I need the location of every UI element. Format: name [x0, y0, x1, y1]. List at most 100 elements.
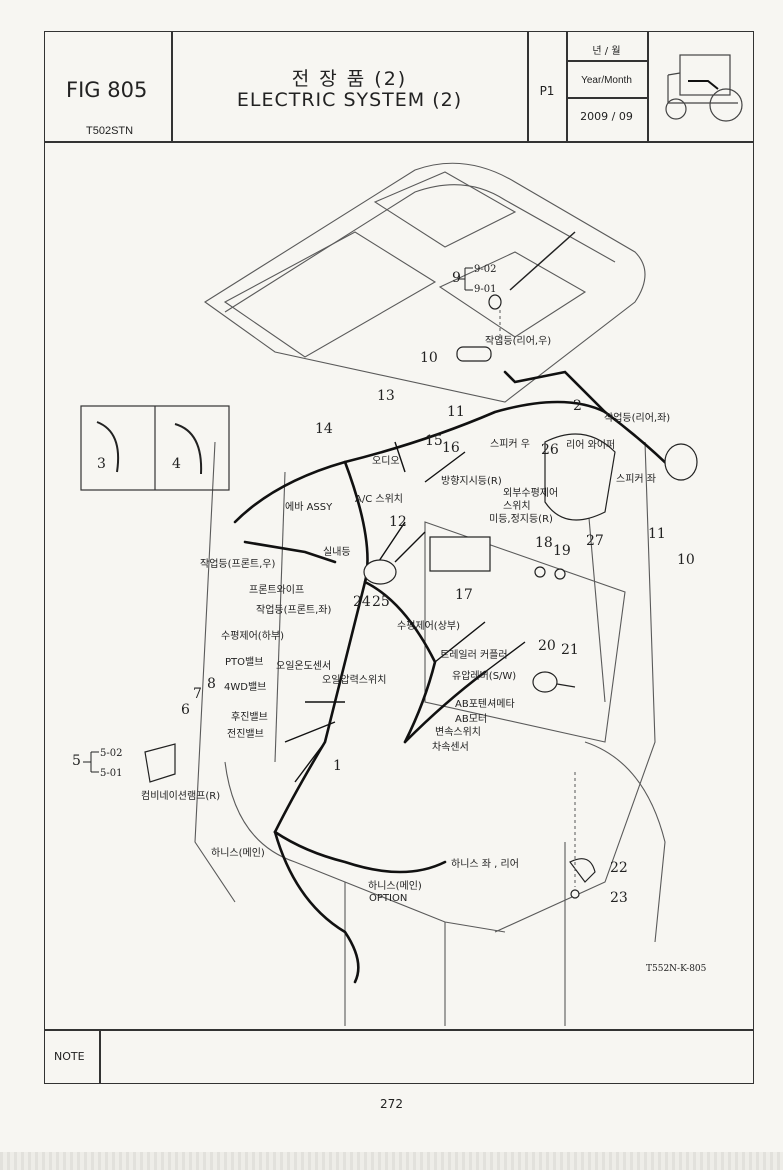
- label-tail-stop-lamp-r: 미등,정지등(R): [489, 513, 553, 525]
- label-trailer-coupler: 트레일러 커플러: [440, 649, 508, 661]
- label-external-level-control: 외부수평제어: [503, 487, 558, 499]
- model-code: T502STN: [86, 125, 134, 137]
- part-number-11-top: 11: [447, 404, 465, 420]
- bracket-9: [457, 267, 473, 291]
- label-work-lamp-front-right: 작업등(프론트,우): [200, 557, 275, 570]
- part-number-17: 17: [455, 587, 473, 603]
- header-divider-3: [566, 31, 568, 142]
- label-work-lamp-front-left: 작업등(프론트,좌): [256, 603, 331, 616]
- front-wiper-motor: [363, 559, 397, 585]
- header-divider-2: [527, 31, 529, 142]
- note-label: NOTE: [54, 1050, 85, 1063]
- part-number-5: 5: [72, 753, 81, 769]
- label-audio: 오디오: [372, 455, 400, 467]
- roof-inner-edge: [224, 184, 616, 313]
- label-evaporator-assy: 에바 ASSY: [285, 501, 333, 513]
- figure-number: FIG 805: [66, 78, 148, 102]
- label-harness-main-2: 하니스(메인): [368, 879, 422, 892]
- label-combination-lamp-r: 컴비네이션램프(R): [141, 790, 220, 802]
- label-work-lamp-rear-right: 작업등(리어,우): [485, 334, 551, 347]
- rear-wiper-motor: [544, 433, 616, 521]
- cab-rear-post-right: [494, 441, 656, 933]
- label-ab-motor: AB모터: [455, 713, 487, 725]
- header-divider-4: [647, 31, 649, 142]
- part-number-4: 4: [172, 456, 181, 472]
- part-number-2: 2: [573, 398, 582, 414]
- label-option: OPTION: [369, 893, 407, 904]
- scan-edge: [0, 1152, 783, 1170]
- label-harness-left-rear: 하니스 좌 , 리어: [451, 857, 519, 870]
- label-rear-wiper: 리어 와이퍼: [566, 439, 615, 451]
- part-number-16: 16: [442, 440, 460, 456]
- title-korean: 전 장 품 (2): [291, 68, 408, 90]
- fender-left: [224, 761, 506, 933]
- horn-22: [569, 858, 596, 883]
- part-number-12: 12: [389, 514, 407, 530]
- part-number-10-top: 10: [420, 350, 438, 366]
- roof-hatch: [373, 171, 517, 248]
- label-forward-valve: 전진밸브: [227, 728, 264, 740]
- part-number-15: 15: [425, 433, 443, 449]
- part-number-19: 19: [553, 543, 571, 559]
- part-number-3: 3: [97, 456, 106, 472]
- part-number-20: 20: [538, 638, 556, 654]
- dashed-guide-lines: [499, 310, 576, 887]
- speaker-left: [664, 443, 698, 481]
- revision-date: 2009 / 09: [580, 110, 633, 123]
- label-shift-switch: 변속스위치: [435, 725, 481, 738]
- part-number-23: 23: [610, 890, 628, 906]
- code-5-01: 5-01: [100, 768, 122, 779]
- part-number-27: 27: [586, 533, 604, 549]
- part-number-14: 14: [315, 421, 333, 437]
- lever-21: [556, 683, 576, 688]
- bolt-19: [554, 568, 566, 580]
- part-number-11-right: 11: [648, 526, 666, 542]
- main-harness: [233, 370, 677, 984]
- code-9-01: 9-01: [474, 284, 496, 295]
- bolt-18: [534, 566, 546, 578]
- header-bottom-rule: [44, 141, 754, 143]
- title-english: ELECTRIC SYSTEM (2): [236, 89, 463, 111]
- bracket-5: [83, 751, 99, 773]
- part-number-6: 6: [181, 702, 190, 718]
- page-code: P1: [539, 84, 555, 98]
- part-number-18: 18: [535, 535, 553, 551]
- fender-right: [584, 741, 666, 943]
- part-number-1: 1: [333, 758, 342, 774]
- label-turn-signal-r: 방향지시등(R): [441, 475, 502, 487]
- part-number-8: 8: [207, 676, 216, 692]
- label-harness-main-1: 하니스(메인): [211, 846, 265, 859]
- antenna-base: [488, 294, 502, 310]
- part-number-10-right: 10: [677, 552, 695, 568]
- label-pto-valve: PTO밸브: [225, 656, 263, 668]
- year-month-korean: 년 / 월: [592, 46, 621, 57]
- label-speaker-right: 스피커 우: [490, 438, 530, 450]
- note-top-rule: [44, 1029, 754, 1031]
- code-9-02: 9-02: [474, 264, 496, 275]
- year-month-rule-1: [566, 60, 648, 62]
- label-reverse-valve: 후진밸브: [231, 711, 268, 723]
- cab-front-post-left: [194, 441, 236, 903]
- note-divider: [99, 1029, 101, 1084]
- part-number-26: 26: [541, 442, 559, 458]
- label-speaker-left: 스피커 좌: [616, 473, 656, 485]
- year-month-english: Year/Month: [581, 75, 632, 86]
- label-4wd-valve: 4WD밸브: [224, 681, 266, 693]
- year-month-rule-2: [566, 97, 648, 99]
- code-5-02: 5-02: [100, 748, 122, 759]
- label-oil-temp-sensor: 오일온도센서: [276, 660, 331, 672]
- label-work-lamp-rear-left: 작업등(리어,좌): [604, 411, 670, 424]
- control-unit-17: [429, 536, 491, 572]
- electric-system-diagram: 1 2 3 4 5 6 7 8 9 10 10 11 11 12 13 14 1…: [72, 162, 707, 1026]
- interior-lamp-10: [456, 346, 492, 362]
- part-number-25: 25: [372, 594, 390, 610]
- part-number-22: 22: [610, 860, 628, 876]
- page-frame: [44, 31, 754, 1084]
- roof-panel-left: [223, 231, 437, 358]
- part-number-9: 9: [452, 270, 461, 286]
- floor-outline: [344, 842, 566, 1026]
- label-hydraulic-lever-sw: 유압레버(S/W): [452, 669, 516, 682]
- roof-panel-right: [438, 251, 587, 338]
- bolt-23: [570, 889, 580, 899]
- label-switch: 스위치: [503, 499, 531, 512]
